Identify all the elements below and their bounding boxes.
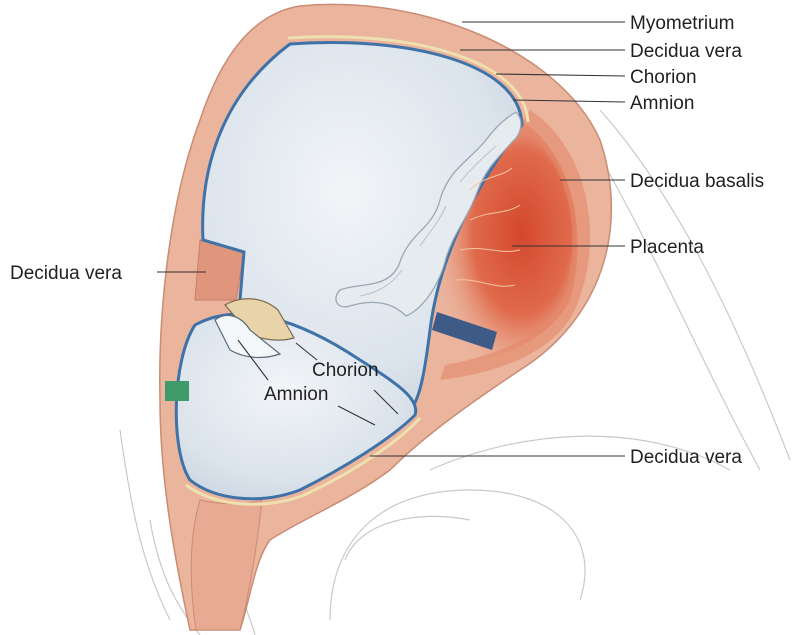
label-myometrium: Myometrium [630,13,735,34]
label-amnion-inner: Amnion [264,384,328,405]
cervix-region [191,500,262,630]
label-placenta: Placenta [630,237,704,258]
label-amnion-top: Amnion [630,93,694,114]
label-decidua-vera-top: Decidua vera [630,41,742,62]
label-chorion-inner: Chorion [312,360,379,381]
label-decidua-vera-left: Decidua vera [10,263,122,284]
label-decidua-vera-bottom: Decidua vera [630,447,742,468]
label-decidua-basalis: Decidua basalis [630,171,764,192]
marker-green [165,381,189,401]
label-chorion-top: Chorion [630,67,697,88]
